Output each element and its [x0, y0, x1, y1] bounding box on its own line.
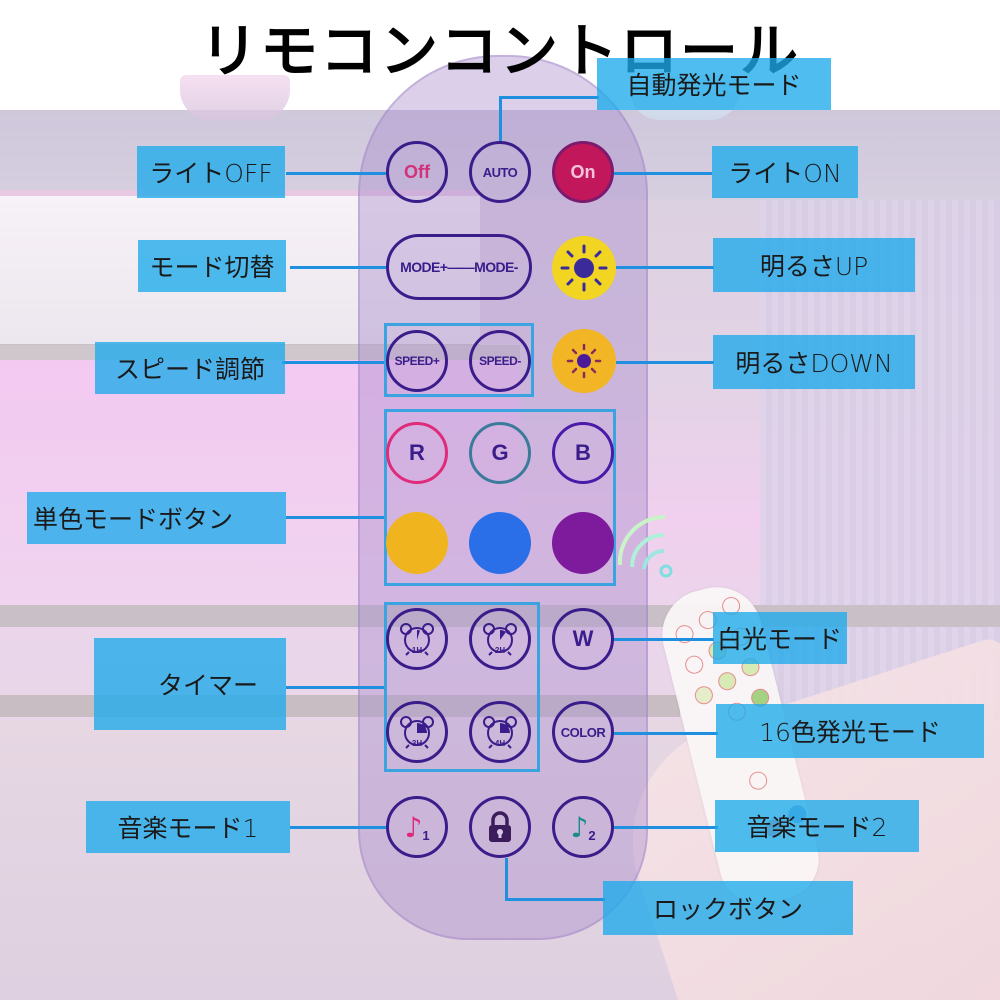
purple-color-button[interactable] — [552, 512, 614, 574]
lock-button[interactable] — [469, 796, 531, 858]
wireless-signal-icon — [617, 514, 673, 578]
label-lock: ロックボタン — [603, 881, 853, 935]
label-brightness-down: 明るさDOWN — [713, 335, 915, 389]
brightness-down-button[interactable] — [552, 329, 616, 393]
pendant-lamp-left — [180, 75, 290, 120]
connector-music-1 — [290, 826, 386, 829]
timer-3h-label: 3H — [411, 739, 423, 748]
label-white-mode: 白光モード — [713, 612, 847, 664]
connector-lock-horizontal — [505, 898, 605, 901]
timer-group-box — [384, 602, 540, 772]
connector-off — [286, 172, 386, 175]
alarm-clock-icon — [400, 716, 434, 749]
timer-4h-label: 4H — [494, 739, 506, 748]
connector-auto-horizontal — [499, 96, 599, 99]
connector-single-color — [286, 516, 384, 519]
single-color-group-box — [384, 409, 616, 586]
speed-minus-button[interactable]: SPEED- — [469, 330, 531, 392]
label-color16: 16色発光モード — [716, 704, 984, 758]
page-title: リモコンコントロール — [199, 17, 800, 85]
off-button[interactable]: Off — [386, 141, 448, 203]
green-button[interactable]: G — [469, 422, 531, 484]
speed-plus-button[interactable]: SPEED+ — [386, 330, 448, 392]
mini-remote-dot — [683, 653, 706, 676]
lock-icon — [489, 811, 511, 842]
sun-small-icon — [566, 343, 602, 379]
music-note-icon: ♪ — [404, 810, 423, 844]
timer-2h-label: 2H — [494, 646, 506, 655]
connector-on — [614, 172, 712, 175]
sky-blue-color-button[interactable] — [469, 512, 531, 574]
label-brightness-up: 明るさUP — [713, 238, 915, 292]
connector-brightness-up — [616, 266, 714, 269]
connector-mode — [290, 266, 386, 269]
label-music-1: 音楽モード1 — [86, 801, 290, 853]
connector-white — [614, 638, 714, 641]
title-background — [0, 0, 1000, 60]
alarm-clock-icon — [483, 716, 517, 749]
connector-color16 — [614, 732, 718, 735]
label-timer: タイマー — [94, 638, 286, 730]
music-1-subscript: 1 — [422, 827, 430, 843]
connector-timer — [286, 686, 384, 689]
mode-button[interactable]: MODE+——MODE- — [386, 234, 532, 300]
mini-remote-dot — [673, 623, 696, 646]
connector-brightness-down — [616, 361, 714, 364]
music-mode-2-button[interactable]: ♪ 2 — [552, 796, 614, 858]
auto-button[interactable]: AUTO — [469, 141, 531, 203]
alarm-clock-icon — [483, 623, 517, 656]
mini-remote-dot — [716, 670, 739, 693]
label-light-on: ライトON — [712, 146, 858, 198]
connector-speed — [282, 361, 384, 364]
timer-1h-label: 1H — [411, 646, 423, 655]
yellow-color-button[interactable] — [386, 512, 448, 574]
music-note-icon: ♪ — [570, 810, 589, 844]
blue-button[interactable]: B — [552, 422, 614, 484]
music-2-subscript: 2 — [588, 827, 596, 843]
speed-group-box — [384, 323, 534, 397]
timer-3h-button[interactable]: 3H — [386, 701, 448, 763]
label-music-2: 音楽モード2 — [715, 800, 919, 852]
label-mode-switch: モード切替 — [138, 240, 286, 292]
label-single-color: 単色モードボタン — [27, 492, 286, 544]
mini-remote-dot — [747, 769, 770, 792]
red-button[interactable]: R — [386, 422, 448, 484]
timer-2h-button[interactable]: 2H — [469, 608, 531, 670]
connector-lock-vertical — [505, 858, 508, 900]
on-button[interactable]: On — [552, 141, 614, 203]
timer-4h-button[interactable]: 4H — [469, 701, 531, 763]
mini-remote-dot — [692, 684, 715, 707]
music-mode-1-button[interactable]: ♪ 1 — [386, 796, 448, 858]
connector-music-2 — [614, 826, 718, 829]
label-light-off: ライトOFF — [137, 146, 285, 198]
color-16-button[interactable]: COLOR — [552, 701, 614, 763]
connector-auto-vertical — [499, 96, 502, 142]
sun-large-icon — [560, 244, 608, 292]
timer-1h-button[interactable]: 1H — [386, 608, 448, 670]
label-auto-mode: 自動発光モード — [597, 58, 831, 110]
white-mode-button[interactable]: W — [552, 608, 614, 670]
brightness-up-button[interactable] — [552, 236, 616, 300]
label-speed-adjust: スピード調節 — [95, 342, 285, 394]
alarm-clock-icon — [400, 623, 434, 656]
